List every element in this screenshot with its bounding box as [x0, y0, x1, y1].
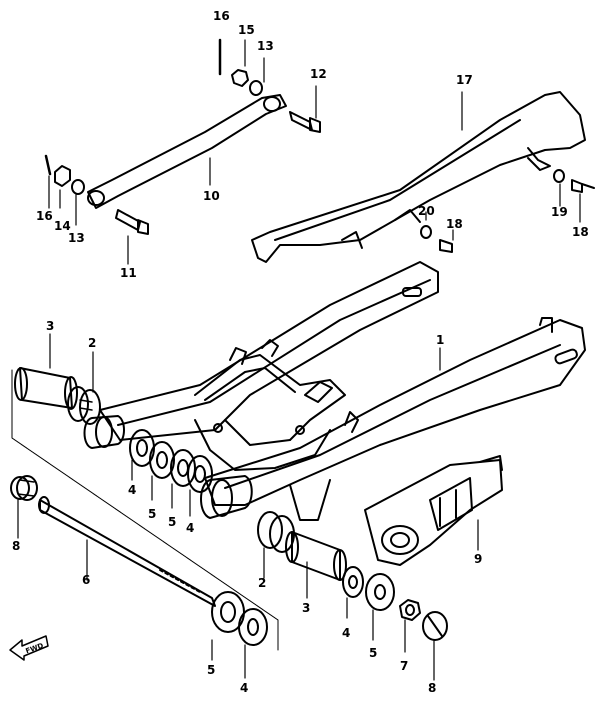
right-bearing-2 [257, 511, 295, 553]
callout-4-b: 4 [186, 521, 195, 535]
cotter-pin-16-left [44, 154, 52, 176]
callout-18-mid: 18 [446, 217, 463, 231]
callout-11: 11 [120, 266, 137, 280]
chain-buffer [364, 455, 503, 566]
nut-7 [399, 599, 421, 621]
nut-14 [54, 165, 71, 187]
callout-4-d: 4 [240, 681, 249, 695]
washer-13-left [71, 179, 85, 195]
right-washer-4b [342, 566, 364, 598]
callout-3-left: 3 [46, 319, 55, 333]
right-washer-4 [238, 608, 268, 646]
callout-10: 10 [203, 189, 220, 203]
callout-5-d: 5 [207, 663, 216, 677]
callout-5-c: 5 [369, 646, 378, 660]
callout-5-a: 5 [148, 507, 157, 521]
callout-13-top: 13 [257, 39, 274, 53]
washer-19 [553, 169, 565, 183]
callout-9: 9 [474, 552, 483, 566]
callout-7: 7 [400, 659, 409, 673]
callout-16-left: 16 [36, 209, 53, 223]
left-spacer-3 [14, 367, 78, 410]
callout-3-right: 3 [302, 601, 311, 615]
left-bearing-2 [67, 386, 101, 425]
washer-20 [420, 225, 432, 239]
washers-left-group [129, 429, 213, 493]
bolt-11 [115, 209, 149, 235]
torque-link [87, 94, 287, 209]
callout-4-c: 4 [342, 626, 351, 640]
leader-lines [17, 39, 581, 681]
callout-19: 19 [551, 205, 568, 219]
callout-2-left: 2 [88, 336, 97, 350]
callout-17: 17 [456, 73, 473, 87]
callout-16-top: 16 [213, 9, 230, 23]
callout-8-right: 8 [428, 681, 437, 695]
cap-8-left [10, 476, 30, 500]
nut-15 [231, 69, 249, 87]
callout-1: 1 [436, 333, 445, 347]
callout-14: 14 [54, 219, 71, 233]
pivot-shaft [16, 475, 216, 607]
callout-18-right: 18 [572, 225, 589, 239]
callout-12: 12 [310, 67, 327, 81]
callout-15: 15 [238, 23, 255, 37]
callout-5-b: 5 [168, 515, 177, 529]
chain-case [251, 91, 586, 263]
bolt-12 [289, 111, 321, 133]
callout-6: 6 [82, 573, 91, 587]
callout-20: 20 [418, 204, 435, 218]
bolt-18-mid [439, 239, 453, 253]
washer-13-top [249, 80, 263, 96]
fwd-arrow [9, 635, 49, 661]
callout-13-left: 13 [68, 231, 85, 245]
swingarm [83, 261, 586, 521]
callout-8-left: 8 [12, 539, 21, 553]
callout-2-right: 2 [258, 576, 267, 590]
bolt-18-right [571, 179, 595, 193]
right-washer-5b [365, 573, 395, 611]
right-spacer-3 [285, 531, 347, 581]
cap-8-right [422, 611, 448, 641]
callout-4-a: 4 [128, 483, 137, 497]
